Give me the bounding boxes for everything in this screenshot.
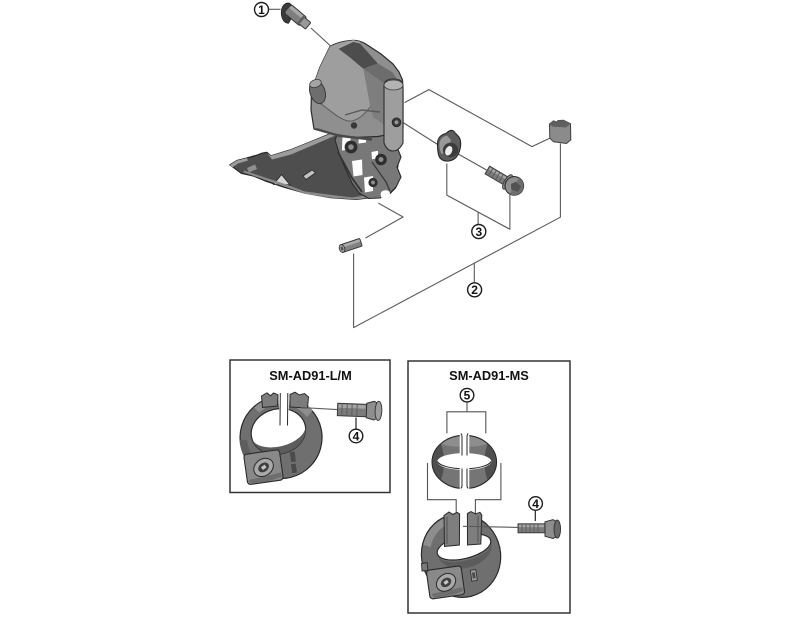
svg-text:4: 4 [353,429,360,443]
svg-text:5: 5 [464,389,471,403]
svg-text:4: 4 [532,497,539,511]
svg-text:3: 3 [475,225,482,239]
svg-text:SM-AD91-L/M: SM-AD91-L/M [269,368,351,383]
svg-text:2: 2 [471,283,478,297]
svg-text:SM-AD91-MS: SM-AD91-MS [449,368,529,383]
svg-text:1: 1 [258,3,265,17]
